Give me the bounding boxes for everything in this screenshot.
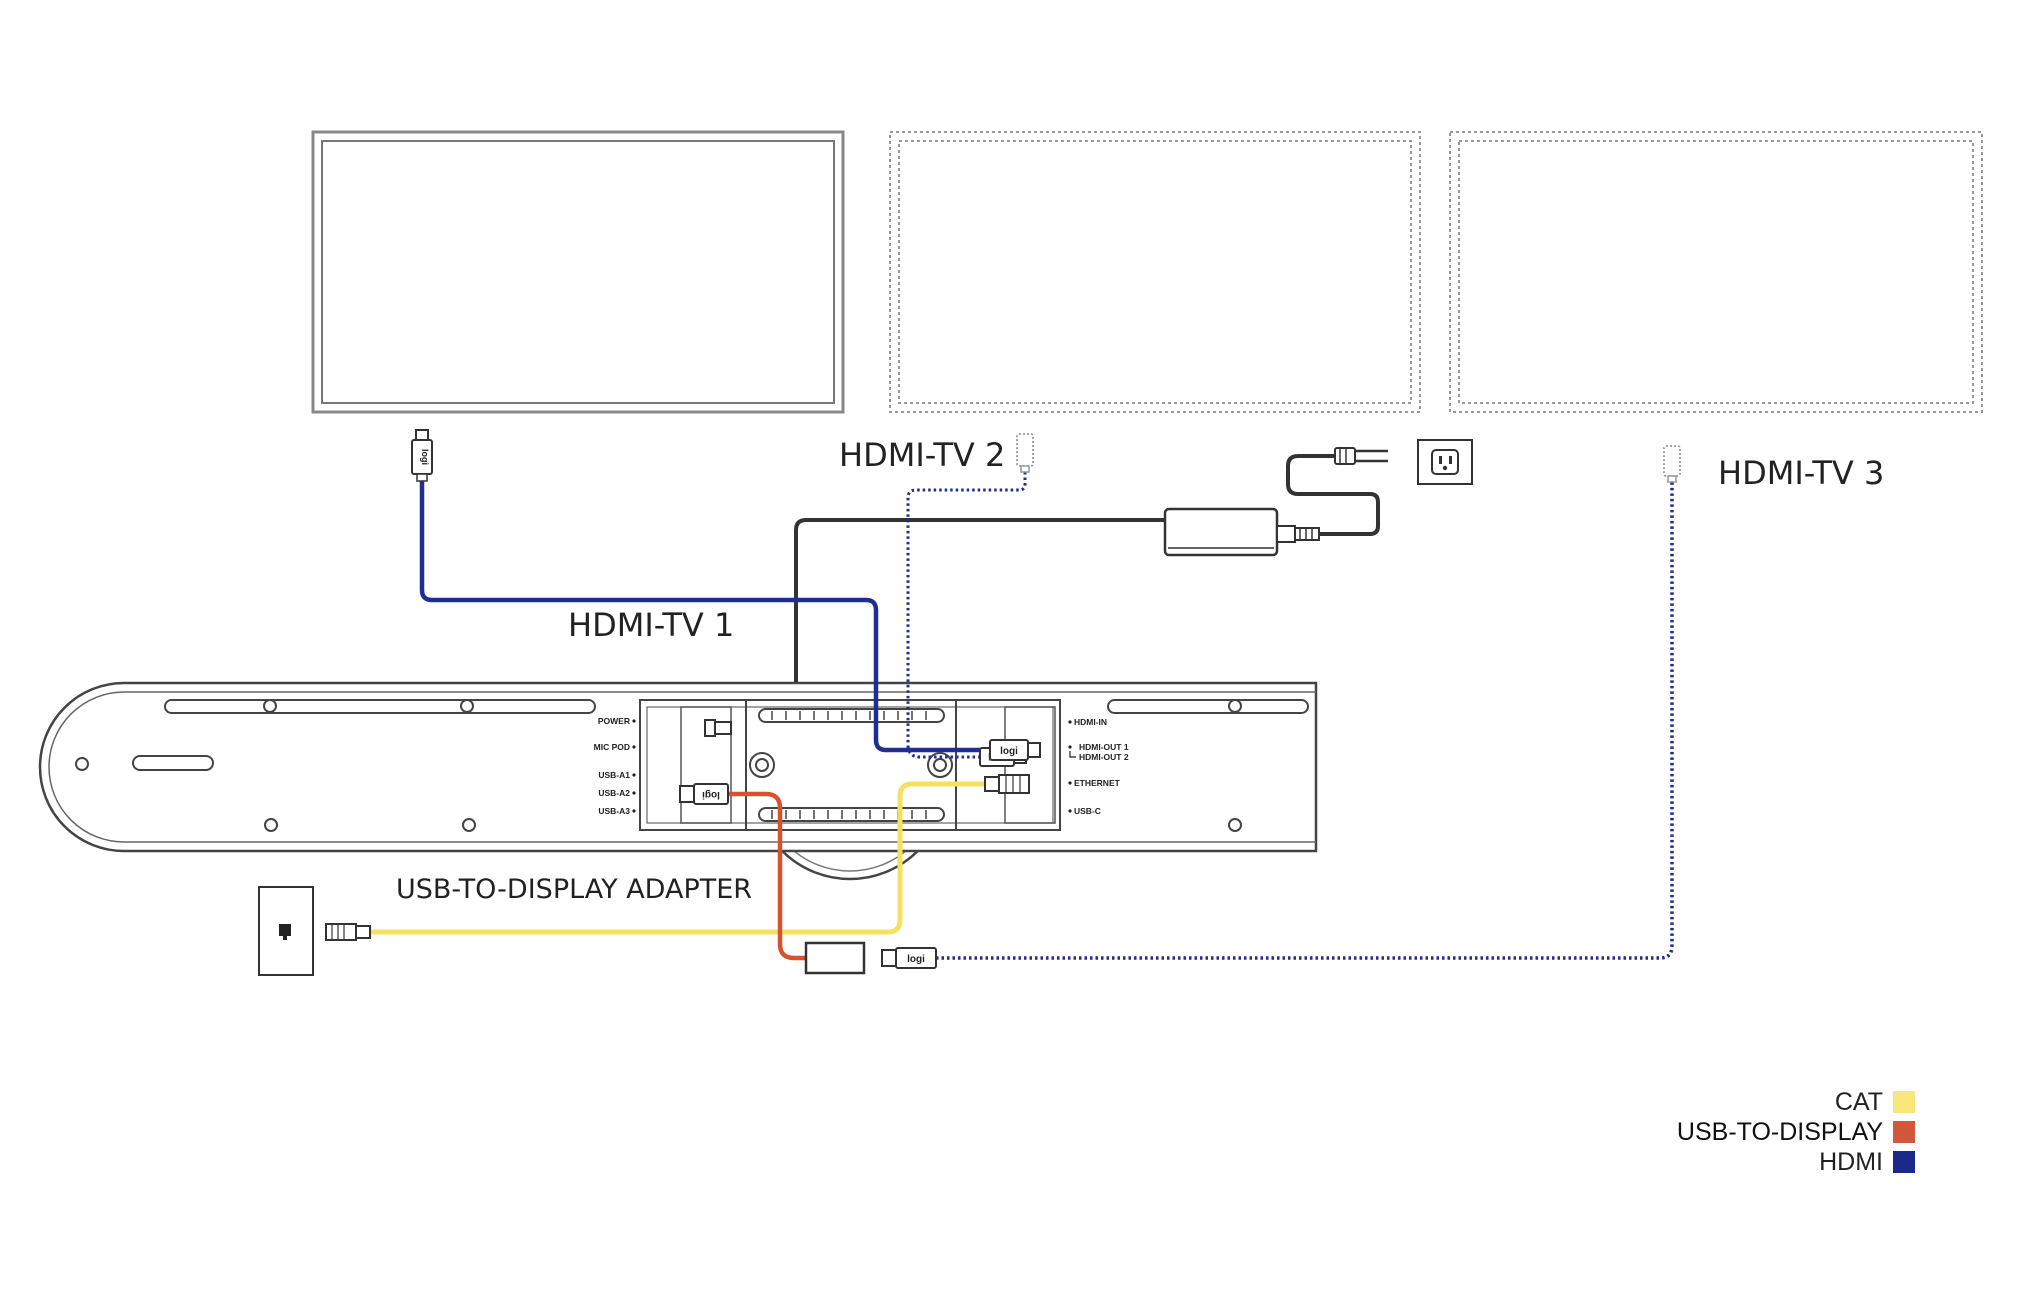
port-power-label: POWER bbox=[598, 716, 630, 726]
port-usb-a2-label: USB-A2 bbox=[598, 788, 630, 798]
legend-usb-display-label: USB-TO-DISPLAY bbox=[1677, 1118, 1883, 1146]
screw-holes bbox=[75, 699, 1242, 832]
cat-cable bbox=[370, 781, 985, 935]
port-hdmi-out1-label: HDMI-OUT 1 bbox=[1079, 742, 1129, 752]
usb-a-plug: logi bbox=[679, 783, 729, 805]
hdmi-tv3-plug-top bbox=[1663, 445, 1681, 483]
hdmi-tv1-cable bbox=[419, 480, 990, 753]
label-usb-to-display-adapter: USB-TO-DISPLAY ADAPTER bbox=[396, 874, 752, 905]
power-plug-bar bbox=[704, 719, 732, 737]
legend-cat-label: CAT bbox=[1835, 1088, 1883, 1116]
connector-brand: logi bbox=[1000, 746, 1018, 757]
connector-brand: logi bbox=[907, 954, 925, 965]
legend-usb-display-swatch bbox=[1893, 1121, 1915, 1143]
port-ethernet-label: ETHERNET bbox=[1074, 778, 1121, 788]
port-mic-pod-label: MIC POD bbox=[594, 742, 630, 752]
power-plug-wall bbox=[1334, 447, 1388, 465]
port-hdmi-out2-label: HDMI-OUT 2 bbox=[1079, 752, 1129, 762]
connector-brand: logi bbox=[420, 449, 430, 465]
hdmi-adapter-plug: logi bbox=[881, 947, 937, 969]
legend-hdmi-swatch bbox=[1893, 1151, 1915, 1173]
rj45-plug-wall bbox=[325, 923, 371, 941]
power-plug-brick bbox=[1276, 525, 1320, 543]
rj45-plug-bar bbox=[984, 774, 1030, 794]
hdmi-tv2-plug-top bbox=[1016, 433, 1034, 473]
hdmi-tv3-cable bbox=[936, 480, 1674, 960]
label-hdmi-tv1: HDMI-TV 1 bbox=[568, 606, 734, 644]
port-usb-a1-label: USB-A1 bbox=[598, 770, 630, 780]
port-usb-c-label: USB-C bbox=[1074, 806, 1101, 816]
legend: CAT USB-TO-DISPLAY HDMI bbox=[1677, 1088, 1915, 1176]
label-hdmi-tv2: HDMI-TV 2 bbox=[839, 436, 1005, 474]
hdmi-tv1-plug: logi bbox=[411, 429, 433, 482]
display-tv3-optional bbox=[1449, 131, 1983, 413]
legend-hdmi-label: HDMI bbox=[1819, 1148, 1883, 1176]
video-bar: POWER MIC POD USB-A1 USB-A2 USB-A3 HDMI-… bbox=[38, 681, 1318, 881]
wall-jack bbox=[258, 886, 314, 976]
port-hdmi-in-label: HDMI-IN bbox=[1074, 717, 1107, 727]
hdmi-out1-plug: logi bbox=[989, 739, 1041, 761]
display-tv1 bbox=[311, 130, 845, 414]
usb-display-cable bbox=[728, 791, 806, 961]
connector-brand: logi bbox=[702, 789, 720, 800]
port-usb-a3-label: USB-A3 bbox=[598, 806, 630, 816]
display-tv2-optional bbox=[889, 131, 1421, 413]
wall-outlet bbox=[1417, 439, 1473, 485]
label-hdmi-tv3: HDMI-TV 3 bbox=[1718, 454, 1884, 492]
usb-display-adapter bbox=[804, 941, 866, 975]
power-brick bbox=[1163, 507, 1279, 557]
legend-cat-swatch bbox=[1893, 1091, 1915, 1113]
